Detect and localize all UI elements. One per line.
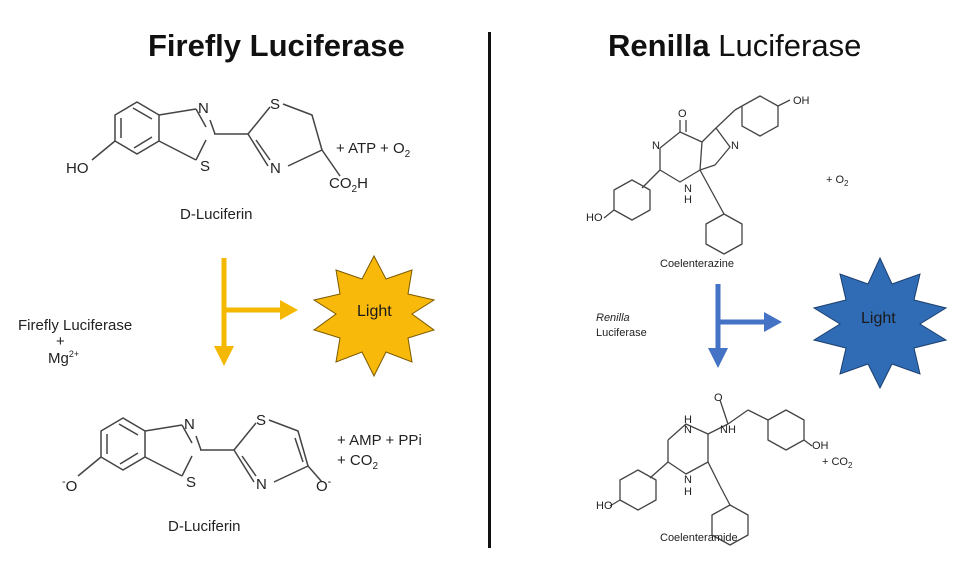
atom-label-n: N [684, 474, 692, 486]
carboxyl-label: CO2H [329, 175, 368, 195]
atom-label-n: N [198, 100, 209, 117]
atom-label-n: N [731, 140, 739, 152]
atom-label-s: S [200, 158, 211, 175]
firefly-enzyme-name: Firefly Luciferase [18, 317, 133, 334]
renilla-reaction-arrow [708, 284, 782, 368]
atom-label-o: O [678, 108, 687, 120]
firefly-product-oxythiazole-ring [233, 419, 309, 483]
renilla-light-starburst [812, 256, 948, 390]
renilla-substrate-benzyl-ring [705, 213, 743, 255]
renilla-substrate-name: Coelenterazine [660, 258, 734, 270]
atom-label-n: N [270, 160, 281, 177]
firefly-reaction-arrow [214, 258, 298, 366]
renilla-enzyme-label: Luciferase [596, 327, 647, 339]
atom-label-nh: NH [720, 424, 736, 436]
renilla-product-phenol-ring-left [609, 469, 657, 511]
firefly-products-line2: + CO2 [337, 452, 378, 472]
renilla-product-name: Coelenteramide [660, 532, 738, 544]
firefly-product-thiazole-ring [144, 424, 202, 477]
atom-label-s: S [270, 96, 281, 113]
atom-label-n: N [256, 476, 267, 493]
firefly-substrate-thiazole-ring [158, 108, 216, 161]
renilla-reagents: + O2 [826, 174, 849, 189]
atom-label-o: O [714, 392, 723, 404]
firefly-title: Firefly Luciferase [148, 28, 405, 63]
firefly-light-starburst [312, 254, 436, 378]
renilla-product-core [649, 399, 769, 506]
atom-label-h: H [684, 414, 692, 426]
atom-label-ho: HO [596, 500, 613, 512]
atom-label-h: H [684, 194, 692, 206]
firefly-substrate-benzene-ring [114, 101, 160, 155]
atom-label-h: H [684, 486, 692, 498]
atom-label-ho: HO [66, 160, 89, 177]
firefly-substrate-name: D-Luciferin [180, 206, 253, 223]
atom-label-ho: HO [586, 212, 603, 224]
firefly-products-line1: + AMP + PPi [337, 432, 422, 449]
center-divider [488, 32, 491, 548]
firefly-enzyme-plus: + [56, 333, 65, 350]
renilla-products: + CO2 [822, 456, 853, 471]
atom-label-oh: OH [793, 95, 810, 107]
firefly-light-label: Light [357, 303, 392, 320]
renilla-product-phenol-ring-top [767, 409, 813, 451]
phenolate-label: -O [62, 476, 78, 495]
renilla-substrate-phenol-ring-left [603, 179, 651, 221]
renilla-substrate-phenol-ring-top [734, 95, 791, 137]
atom-label-s: S [186, 474, 197, 491]
renilla-substrate-core [641, 109, 736, 215]
atom-label-n: N [652, 140, 660, 152]
atom-label-n: N [684, 424, 692, 436]
renilla-product-benzyl-ring [711, 504, 749, 546]
firefly-product-benzene-ring [100, 417, 146, 471]
firefly-cofactor: Mg2+ [48, 349, 80, 367]
renilla-title: Renilla Luciferase [608, 28, 862, 63]
atom-label-oh: OH [812, 440, 829, 452]
atom-label-n: N [684, 183, 692, 195]
atom-label-s: S [256, 412, 267, 429]
firefly-reagents: + ATP + O2 [336, 140, 411, 160]
enolate-label: O- [316, 476, 332, 495]
renilla-light-label: Light [861, 310, 896, 327]
firefly-substrate-thiazoline-ring [247, 103, 323, 167]
firefly-product-name: D-Luciferin [168, 518, 241, 535]
renilla-enzyme-name: Renilla [596, 312, 630, 324]
atom-label-n: N [184, 416, 195, 433]
